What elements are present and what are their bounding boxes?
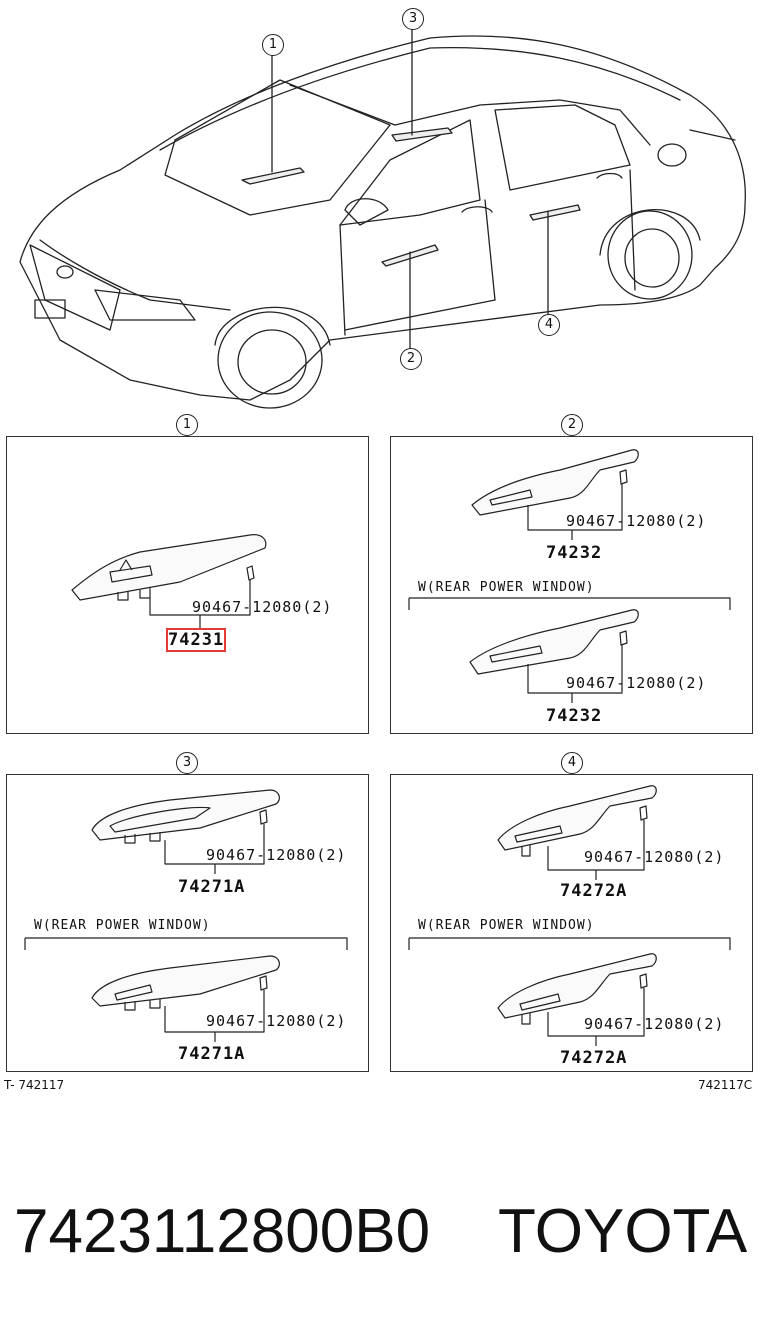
part-number-74272a-rear[interactable]: 74272A [560,1048,628,1068]
panel-4-callout: 4 [561,752,583,774]
fastener-label: 90467-12080(2) [584,1015,725,1033]
fastener-label: 90467-12080(2) [584,848,725,866]
callout-1-top: 1 [262,34,284,56]
condition-rear-power-window: W(REAR POWER WINDOW) [418,918,595,933]
panel-1 [6,436,369,734]
fastener-label: 90467-12080(2) [566,674,707,692]
part-number-74231[interactable]: 74231 [165,628,227,652]
panel-4 [390,774,753,1072]
callout-3-top: 3 [402,8,424,30]
fastener-label: 90467-12080(2) [192,598,333,616]
panel-2-callout: 2 [561,414,583,436]
fastener-label: 90467-12080(2) [206,846,347,864]
part-code-caption: 7423112800B0 [14,1197,431,1266]
part-number-74271a[interactable]: 74271A [178,877,246,897]
panel-3 [6,774,369,1072]
part-number-74232[interactable]: 74232 [546,543,603,563]
panel-3-callout: 3 [176,752,198,774]
callout-4-top: 4 [538,314,560,336]
fastener-label: 90467-12080(2) [566,512,707,530]
panel-1-callout: 1 [176,414,198,436]
car-illustration [19,29,746,409]
fastener-label: 90467-12080(2) [206,1012,347,1030]
panel-2 [390,436,753,734]
condition-rear-power-window: W(REAR POWER WINDOW) [418,580,595,595]
part-number-74232-rear[interactable]: 74232 [546,706,603,726]
callout-2-top: 2 [400,348,422,370]
condition-rear-power-window: W(REAR POWER WINDOW) [34,918,211,933]
part-number-74272a[interactable]: 74272A [560,881,628,901]
brand-caption: TOYOTA [498,1197,748,1266]
footer-left-code: T- 742117 [4,1078,65,1092]
footer-right-code: 742117C [698,1078,753,1092]
part-number-74271a-rear[interactable]: 74271A [178,1044,246,1064]
